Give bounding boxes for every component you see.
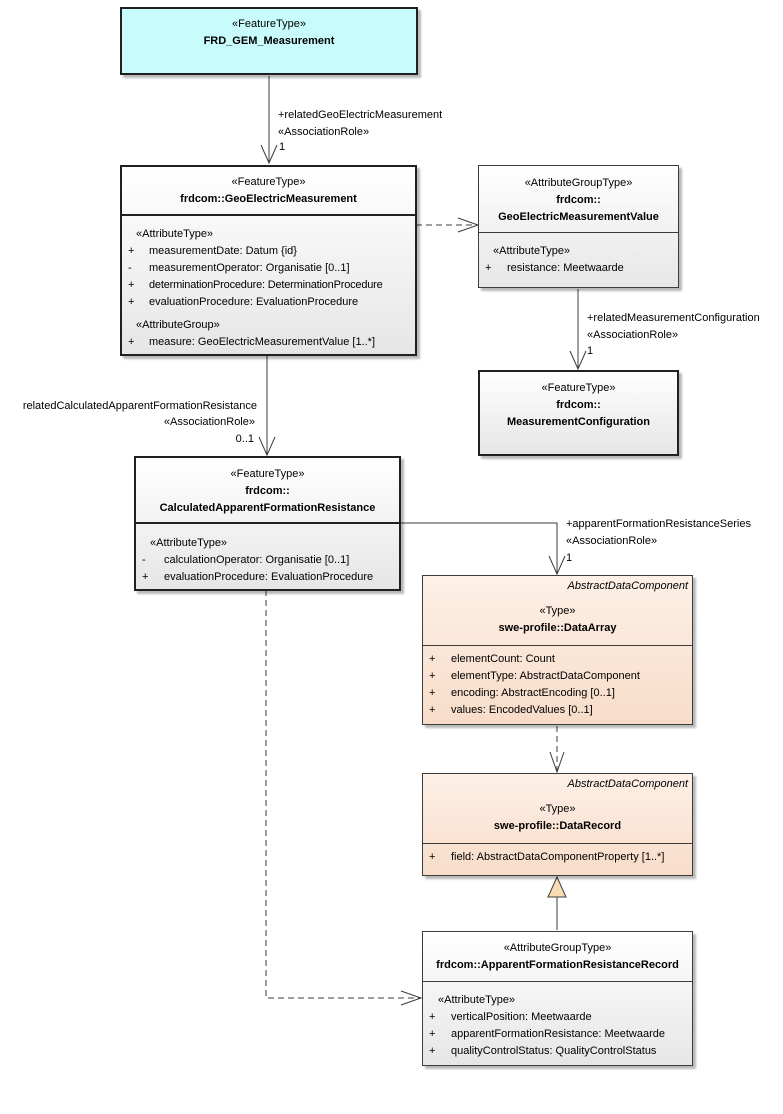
dependency-line-calculated-record: [265, 570, 421, 999]
association-multiplicity-label: 1: [587, 345, 594, 357]
attribute-group-label: «AttributeType»: [493, 245, 571, 257]
class-name: swe-profile::DataRecord: [493, 820, 622, 832]
association-stereotype-label: «AssociationRole»: [163, 416, 255, 428]
class-data-record[interactable]: AbstractDataComponent «Type» swe-profile…: [422, 773, 693, 876]
dependency-arrowhead: [549, 751, 565, 774]
association-multiplicity-label: 1: [279, 141, 286, 153]
association-multiplicity-label: 1: [566, 552, 573, 564]
class-name: CalculatedApparentFormationResistance: [159, 502, 376, 514]
attribute-group-label: «AttributeType»: [150, 537, 228, 549]
class-measurement-configuration[interactable]: «FeatureType» frdcom:: MeasurementConfig…: [478, 370, 679, 456]
abstract-parent-label: AbstractDataComponent: [567, 580, 688, 592]
attribute-text: measure: GeoElectricMeasurementValue [1.…: [149, 336, 376, 348]
class-geo-electric-measurement[interactable]: «FeatureType» frdcom::GeoElectricMeasure…: [120, 165, 417, 356]
attribute-text: calculationOperator: Organisatie [0..1]: [164, 554, 350, 566]
attribute-text: determinationProcedure: DeterminationPro…: [149, 279, 383, 291]
stereotype-label: «FeatureType»: [231, 176, 306, 188]
class-name: FRD_GEM_Measurement: [203, 35, 335, 47]
stereotype-label: «FeatureType»: [541, 382, 616, 394]
visibility-marker: -: [142, 554, 146, 566]
class-name: GeoElectricMeasurementValue: [498, 211, 659, 223]
association-stereotype-label: «AssociationRole»: [566, 535, 658, 547]
association-arrowhead: [260, 144, 278, 165]
class-frd-gem-measurement[interactable]: «FeatureType» FRD_GEM_Measurement: [120, 7, 418, 75]
attribute-text: values: EncodedValues [0..1]: [451, 704, 593, 716]
class-namespace: frdcom::: [556, 399, 601, 411]
visibility-marker: +: [128, 245, 135, 257]
dependency-arrowhead: [400, 990, 423, 1006]
attribute-text: encoding: AbstractEncoding [0..1]: [451, 687, 615, 699]
association-line-series: [400, 522, 558, 574]
association-arrowhead: [548, 555, 566, 576]
attribute-text: measurementOperator: Organisatie [0..1]: [149, 262, 350, 274]
visibility-marker: +: [128, 279, 135, 291]
association-role-label: +relatedMeasurementConfiguration: [587, 312, 760, 324]
association-stereotype-label: «AssociationRole»: [587, 329, 679, 341]
attribute-group-label: «AttributeType»: [438, 994, 516, 1006]
attribute-text: measurementDate: Datum {id}: [149, 245, 297, 257]
stereotype-label: «Type»: [539, 605, 576, 617]
attribute-group-label: «AttributeType»: [136, 228, 214, 240]
stereotype-label: «FeatureType»: [230, 468, 305, 480]
association-role-label: +apparentFormationResistanceSeries: [566, 518, 751, 530]
visibility-marker: -: [128, 262, 132, 274]
visibility-marker: +: [429, 687, 436, 699]
attribute-text: qualityControlStatus: QualityControlStat…: [451, 1045, 657, 1057]
attribute-text: elementType: AbstractDataComponent: [451, 670, 640, 682]
class-name: MeasurementConfiguration: [506, 416, 650, 428]
visibility-marker: +: [429, 1011, 436, 1023]
class-apparent-formation-resistance-record[interactable]: «AttributeGroupType» frdcom::ApparentFor…: [422, 931, 693, 1066]
class-geo-electric-measurement-value[interactable]: «AttributeGroupType» frdcom:: GeoElectri…: [478, 165, 679, 288]
stereotype-label: «AttributeGroupType»: [503, 942, 612, 954]
visibility-marker: +: [429, 851, 436, 863]
visibility-marker: +: [128, 296, 135, 308]
class-name: swe-profile::DataArray: [498, 622, 617, 634]
association-multiplicity-label: 0..1: [235, 433, 254, 445]
visibility-marker: +: [485, 262, 492, 274]
attribute-text: elementCount: Count: [451, 653, 555, 665]
class-namespace: frdcom::: [245, 485, 290, 497]
attribute-text: verticalPosition: Meetwaarde: [451, 1011, 592, 1023]
stereotype-label: «Type»: [539, 803, 576, 815]
stereotype-label: «FeatureType»: [232, 18, 306, 30]
abstract-parent-label: AbstractDataComponent: [567, 778, 688, 790]
association-stereotype-label: «AssociationRole»: [278, 126, 370, 138]
class-name: frdcom::ApparentFormationResistanceRecor…: [436, 959, 679, 971]
class-data-array[interactable]: AbstractDataComponent «Type» swe-profile…: [422, 575, 693, 725]
association-role-label: relatedCalculatedApparentFormationResist…: [22, 400, 257, 412]
visibility-marker: +: [429, 1045, 436, 1057]
attribute-text: resistance: Meetwaarde: [507, 262, 624, 274]
visibility-marker: +: [128, 336, 135, 348]
class-namespace: frdcom::: [556, 194, 601, 206]
attribute-text: evaluationProcedure: EvaluationProcedure: [149, 296, 359, 308]
class-calculated-apparent-formation-resistance[interactable]: «FeatureType» frdcom:: CalculatedApparen…: [134, 456, 401, 591]
association-arrowhead: [258, 436, 276, 457]
visibility-marker: +: [429, 653, 436, 665]
attribute-group-label: «AttributeGroup»: [136, 319, 220, 331]
association-arrowhead: [569, 350, 587, 371]
attribute-text: evaluationProcedure: EvaluationProcedure: [164, 571, 374, 583]
visibility-marker: +: [429, 704, 436, 716]
visibility-marker: +: [142, 571, 149, 583]
class-name: frdcom::GeoElectricMeasurement: [180, 193, 357, 205]
attribute-text: apparentFormationResistance: Meetwaarde: [451, 1028, 666, 1040]
stereotype-label: «AttributeGroupType»: [524, 177, 633, 189]
generalization-triangle: [547, 875, 567, 898]
visibility-marker: +: [429, 670, 436, 682]
visibility-marker: +: [429, 1028, 436, 1040]
association-role-label: +relatedGeoElectricMeasurement: [278, 109, 443, 121]
attribute-text: field: AbstractDataComponentProperty [1.…: [451, 851, 665, 863]
